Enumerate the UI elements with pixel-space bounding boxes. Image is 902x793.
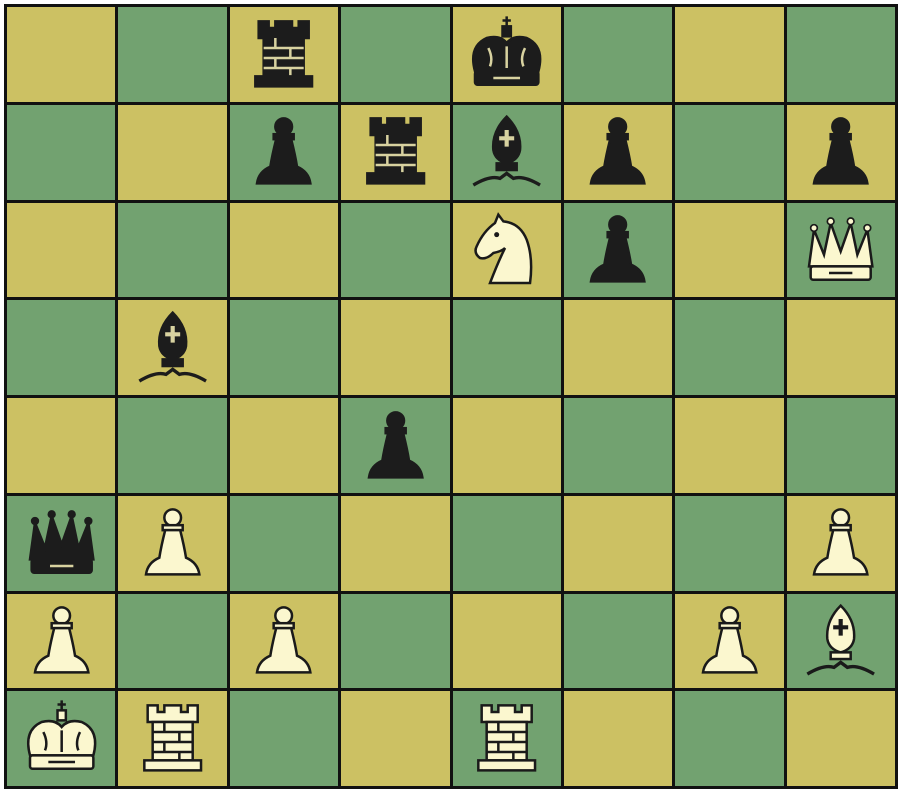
square-a8[interactable] [7,7,115,102]
black-pawn-icon[interactable] [570,208,665,291]
square-b4[interactable] [118,398,226,493]
square-a3[interactable] [7,496,115,591]
black-rook-icon[interactable] [236,13,331,96]
square-a4[interactable] [7,398,115,493]
black-rook-icon[interactable] [348,110,443,193]
black-bishop-icon[interactable] [125,306,220,389]
square-c8[interactable] [230,7,338,102]
square-e2[interactable] [453,594,561,689]
square-d3[interactable] [341,496,449,591]
square-e3[interactable] [453,496,561,591]
square-e8[interactable] [453,7,561,102]
square-f4[interactable] [564,398,672,493]
white-knight-icon[interactable] [459,208,554,291]
square-g4[interactable] [675,398,783,493]
square-e5[interactable] [453,300,561,395]
square-h7[interactable] [787,105,895,200]
square-f5[interactable] [564,300,672,395]
square-b2[interactable] [118,594,226,689]
square-g1[interactable] [675,691,783,786]
white-pawn-icon[interactable] [125,501,220,584]
square-b1[interactable] [118,691,226,786]
square-a7[interactable] [7,105,115,200]
white-pawn-icon[interactable] [236,599,331,682]
square-f1[interactable] [564,691,672,786]
square-a2[interactable] [7,594,115,689]
square-h5[interactable] [787,300,895,395]
black-pawn-icon[interactable] [348,404,443,487]
black-queen-icon[interactable] [14,501,109,584]
square-d6[interactable] [341,203,449,298]
square-a6[interactable] [7,203,115,298]
black-pawn-icon[interactable] [236,110,331,193]
square-b3[interactable] [118,496,226,591]
square-c4[interactable] [230,398,338,493]
square-g7[interactable] [675,105,783,200]
white-queen-icon[interactable] [793,208,888,291]
square-f6[interactable] [564,203,672,298]
square-d7[interactable] [341,105,449,200]
square-a1[interactable] [7,691,115,786]
square-h3[interactable] [787,496,895,591]
black-king-icon[interactable] [459,13,554,96]
square-h6[interactable] [787,203,895,298]
square-h1[interactable] [787,691,895,786]
square-h4[interactable] [787,398,895,493]
square-g6[interactable] [675,203,783,298]
white-king-icon[interactable] [14,697,109,780]
square-f7[interactable] [564,105,672,200]
square-e1[interactable] [453,691,561,786]
square-g3[interactable] [675,496,783,591]
square-e6[interactable] [453,203,561,298]
white-pawn-icon[interactable] [793,501,888,584]
square-e7[interactable] [453,105,561,200]
square-c2[interactable] [230,594,338,689]
white-bishop-icon[interactable] [793,599,888,682]
square-b5[interactable] [118,300,226,395]
square-b8[interactable] [118,7,226,102]
square-b7[interactable] [118,105,226,200]
square-d4[interactable] [341,398,449,493]
square-c5[interactable] [230,300,338,395]
square-c3[interactable] [230,496,338,591]
chess-board [4,4,898,789]
square-b6[interactable] [118,203,226,298]
square-e4[interactable] [453,398,561,493]
square-d2[interactable] [341,594,449,689]
square-f3[interactable] [564,496,672,591]
square-a5[interactable] [7,300,115,395]
white-pawn-icon[interactable] [682,599,777,682]
white-rook-icon[interactable] [125,697,220,780]
square-c6[interactable] [230,203,338,298]
square-d5[interactable] [341,300,449,395]
white-pawn-icon[interactable] [14,599,109,682]
square-d8[interactable] [341,7,449,102]
black-pawn-icon[interactable] [793,110,888,193]
square-c7[interactable] [230,105,338,200]
square-g5[interactable] [675,300,783,395]
square-f8[interactable] [564,7,672,102]
black-pawn-icon[interactable] [570,110,665,193]
black-bishop-icon[interactable] [459,110,554,193]
square-g2[interactable] [675,594,783,689]
square-h2[interactable] [787,594,895,689]
square-g8[interactable] [675,7,783,102]
white-rook-icon[interactable] [459,697,554,780]
square-h8[interactable] [787,7,895,102]
square-f2[interactable] [564,594,672,689]
square-c1[interactable] [230,691,338,786]
square-d1[interactable] [341,691,449,786]
